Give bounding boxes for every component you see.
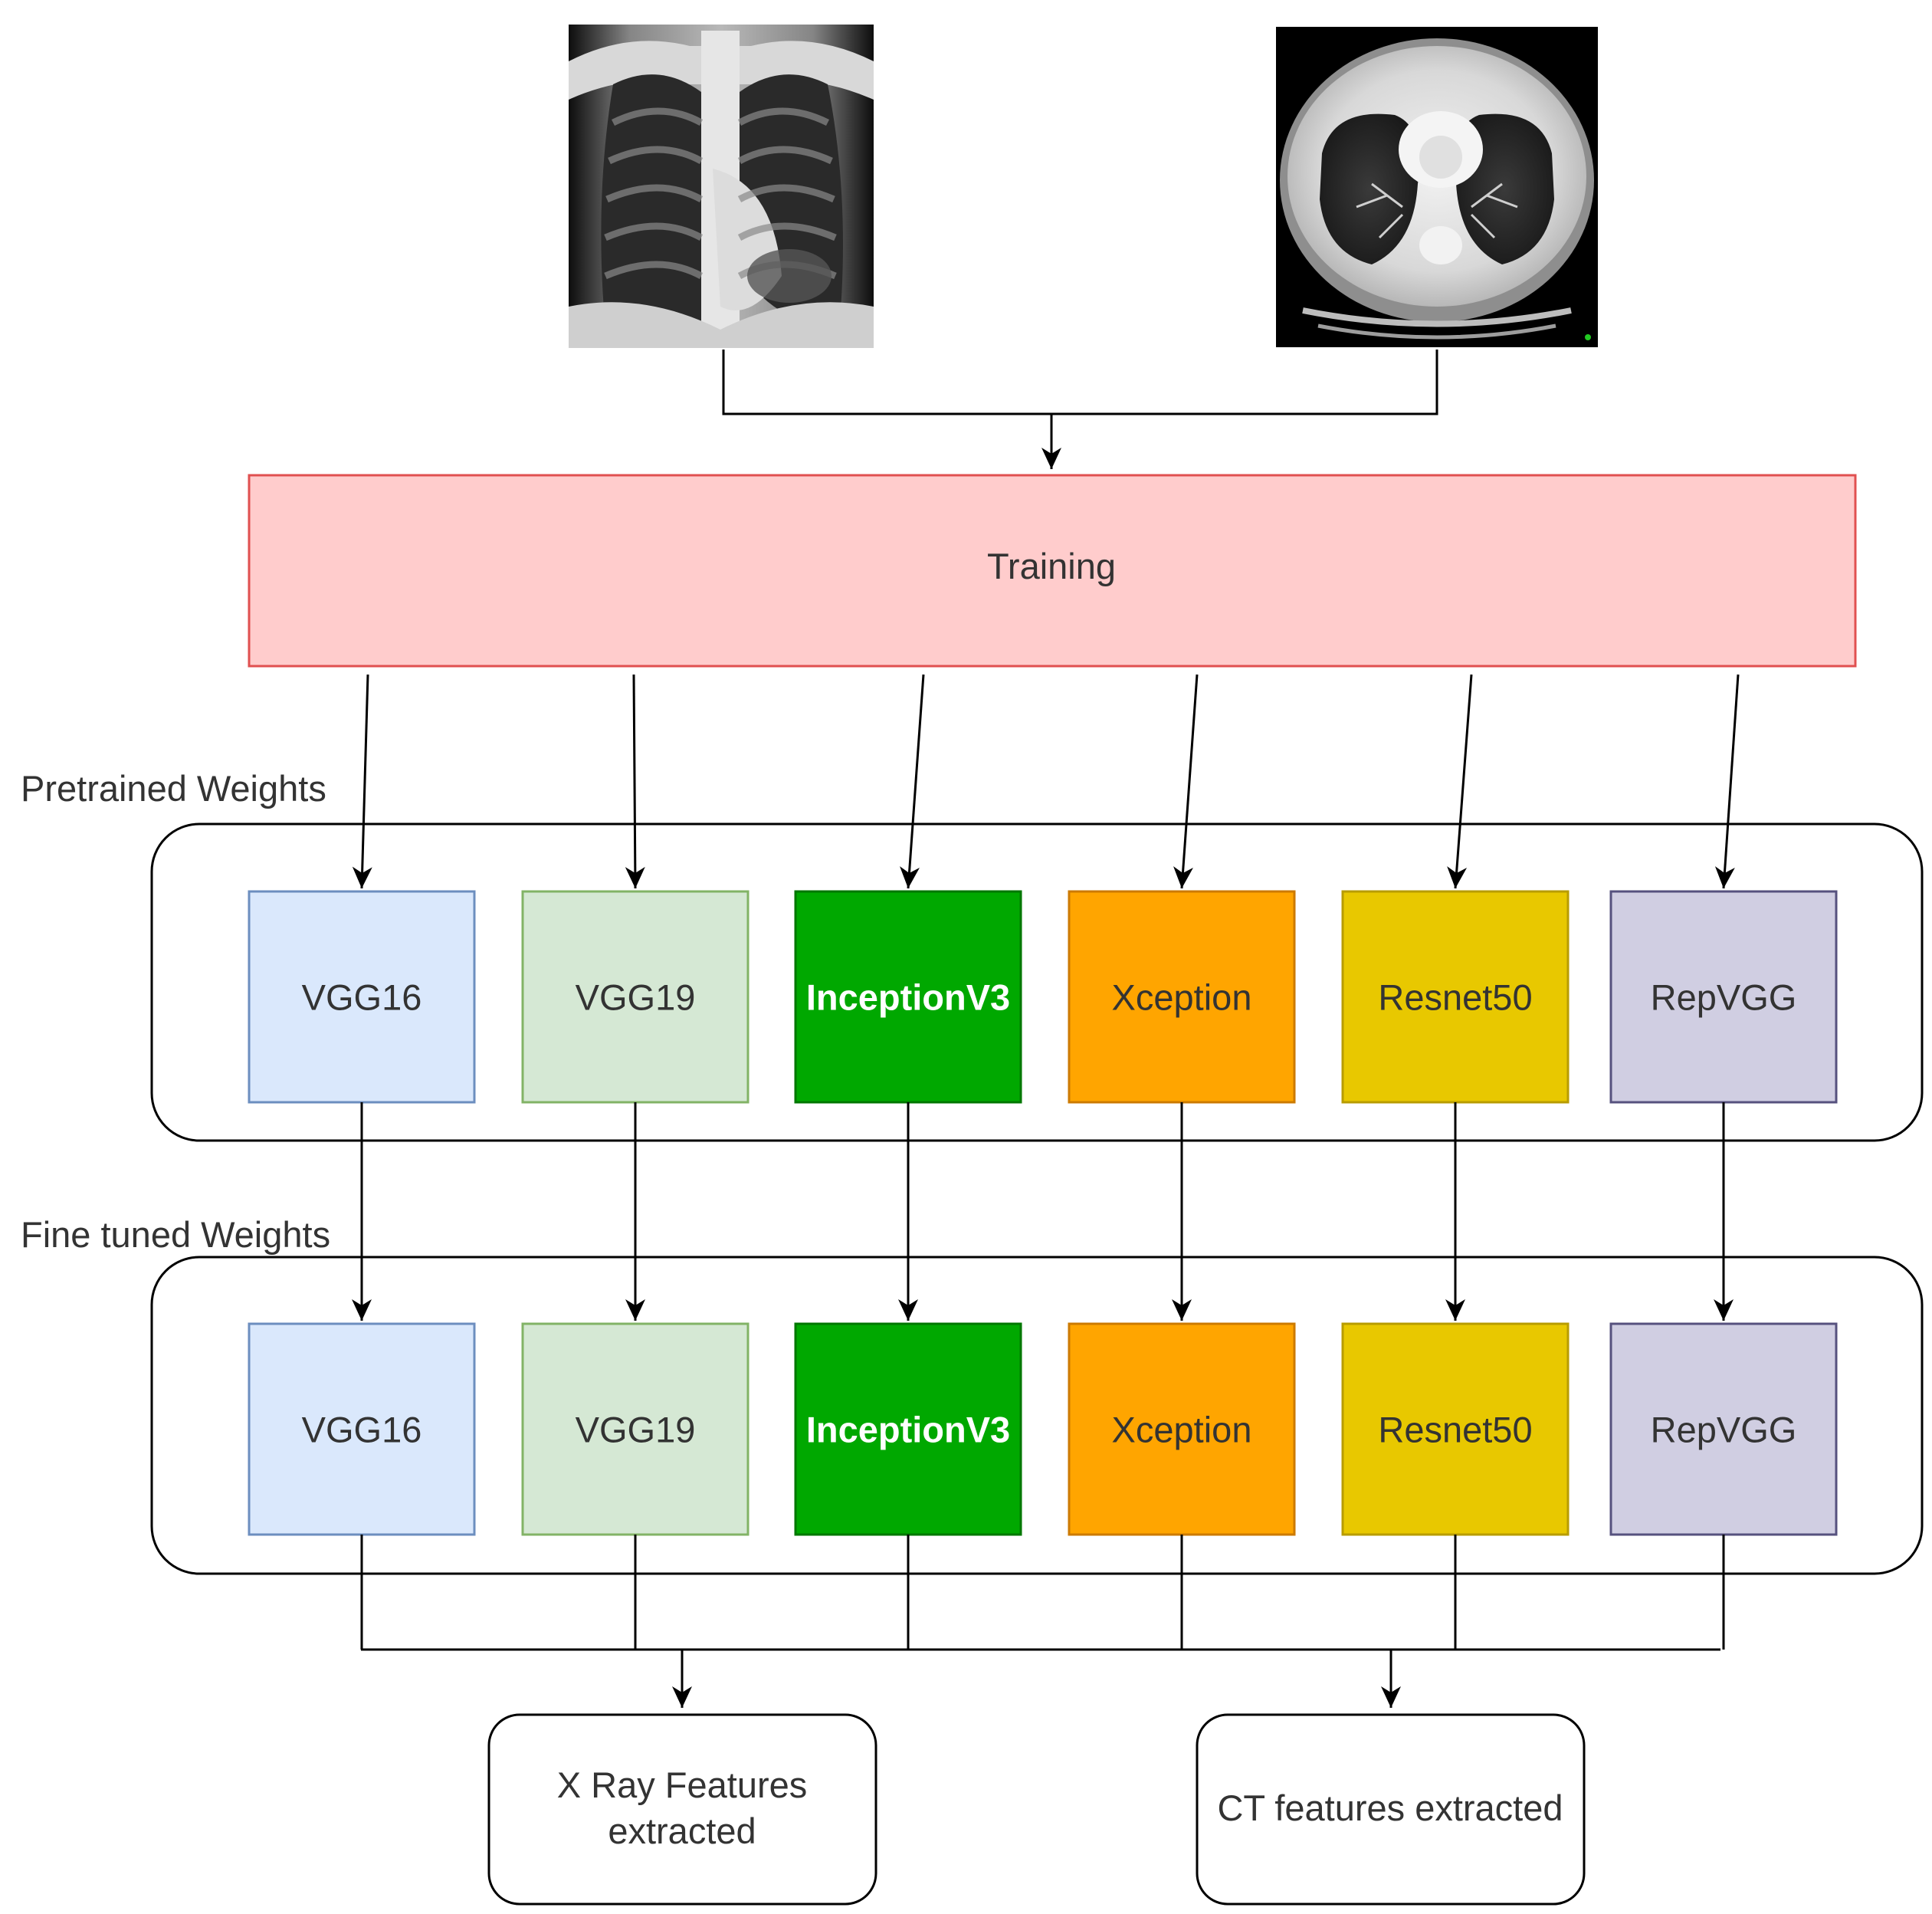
finetuned-repvgg-box: RepVGG	[1609, 1322, 1838, 1536]
xray-features-output: X Ray Features extracted	[487, 1713, 877, 1906]
pretrained-xception-label: Xception	[1112, 977, 1252, 1018]
training-block: Training	[248, 474, 1857, 668]
finetuned-weights-label: Fine tuned Weights	[21, 1214, 330, 1255]
pretrained-vgg19-box: VGG19	[521, 890, 750, 1104]
finetuned-resnet50-box: Resnet50	[1341, 1322, 1570, 1536]
pretrained-repvgg-box: RepVGG	[1609, 890, 1838, 1104]
finetuned-group	[150, 1256, 1924, 1575]
finetuned-vgg19-label: VGG19	[576, 1410, 696, 1450]
pretrained-models: VGG16 VGG19 InceptionV3 Xception Resnet50 Rep…	[248, 890, 1838, 1104]
finetuned-models: VGG16 VGG19 InceptionV3 Xception Resnet50 Rep…	[248, 1322, 1838, 1536]
finetuned-vgg16-label: VGG16	[302, 1410, 422, 1450]
output-drops	[360, 1535, 1725, 1650]
training-to-resnet50-arrow	[1447, 674, 1473, 889]
xray-image	[569, 25, 874, 348]
pretrained-resnet50-label: Resnet50	[1378, 977, 1532, 1018]
finetuned-inceptionv3-box: InceptionV3	[794, 1322, 1022, 1536]
training-to-repvgg-arrow	[1714, 674, 1740, 889]
xray-features-line2: extracted	[608, 1811, 756, 1851]
training-box	[248, 474, 1857, 668]
training-to-inceptionv3-arrow	[900, 674, 925, 889]
pretrained-vgg16-box: VGG16	[248, 890, 476, 1104]
pretrained-vgg19-label: VGG19	[576, 977, 696, 1018]
pretrained-weights-label: Pretrained Weights	[21, 768, 326, 809]
training-to-xception-arrow	[1173, 674, 1199, 889]
training-label: Training	[987, 546, 1116, 586]
pretrained-xception-box: Xception	[1068, 890, 1296, 1104]
pretrained-inceptionv3-box: InceptionV3	[794, 890, 1022, 1104]
ct-features-output: CT features extracted	[1196, 1713, 1586, 1906]
xray-features-line1: X Ray Features	[557, 1765, 808, 1805]
finetuned-inceptionv3-label: InceptionV3	[806, 1410, 1010, 1450]
pretrained-resnet50-box: Resnet50	[1341, 890, 1570, 1104]
finetuned-resnet50-label: Resnet50	[1378, 1410, 1532, 1450]
pretrained-repvgg-label: RepVGG	[1651, 977, 1797, 1018]
pretrained-vgg16-label: VGG16	[302, 977, 422, 1018]
model-arrows	[352, 674, 1740, 1321]
ct-features-line1: CT features extracted	[1217, 1788, 1563, 1828]
finetuned-xception-box: Xception	[1068, 1322, 1296, 1536]
pretrained-inceptionv3-label: InceptionV3	[806, 977, 1010, 1018]
finetuned-repvgg-label: RepVGG	[1651, 1410, 1797, 1450]
finetuned-xception-label: Xception	[1112, 1410, 1252, 1450]
training-to-vgg16-arrow	[352, 674, 372, 889]
training-to-vgg19-arrow	[625, 674, 645, 889]
finetuned-vgg16-box: VGG16	[248, 1322, 476, 1536]
input-connector	[722, 350, 1438, 469]
ct-image	[1276, 27, 1598, 347]
finetuned-vgg19-box: VGG19	[521, 1322, 750, 1536]
output-connector	[361, 1648, 1720, 1708]
pretrained-group	[150, 822, 1924, 1142]
